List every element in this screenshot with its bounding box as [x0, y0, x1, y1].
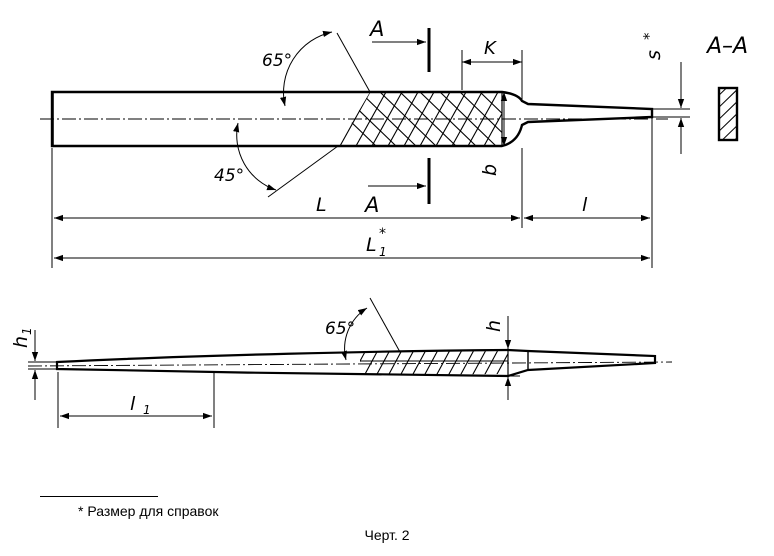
top-view-labels: 65° 45° A A K b s * L l L 1 * — [214, 17, 665, 259]
label-s-star: * — [640, 32, 658, 40]
label-h1-sub: 1 — [20, 327, 34, 335]
dim-s — [650, 62, 690, 154]
top-view — [40, 28, 690, 268]
side-center-line — [27, 361, 673, 367]
dim-h — [496, 316, 520, 400]
label-L1-sub: 1 — [379, 245, 387, 259]
dim-h1 — [28, 330, 60, 400]
label-l: l — [582, 194, 588, 216]
dim-K — [461, 50, 523, 100]
label-s: s — [643, 50, 665, 60]
label-l1-sub: 1 — [143, 403, 151, 417]
label-h: h — [483, 320, 505, 332]
section-outline — [717, 86, 739, 142]
label-l1: l — [130, 393, 136, 415]
section-hatching — [719, 88, 737, 140]
section-title: A–A — [705, 34, 748, 59]
label-h1: h — [10, 336, 32, 348]
footnote-rule — [40, 496, 158, 497]
section-a-a: A–A — [705, 34, 748, 142]
side-view-labels: 65° h 1 h l 1 — [10, 319, 505, 417]
label-L1: L — [366, 234, 377, 256]
label-angle-45: 45° — [214, 166, 244, 186]
angle-65-top — [279, 30, 371, 107]
label-section-a-bottom: A — [363, 193, 379, 217]
drawing-caption: Черт. 2 — [364, 527, 410, 543]
side-view — [27, 297, 673, 428]
label-b: b — [479, 164, 501, 176]
side-cut-hatching — [360, 351, 508, 375]
label-side-angle-65: 65° — [325, 319, 355, 339]
section-cut-marks — [368, 28, 431, 204]
angle-45-top — [233, 122, 339, 198]
dim-l1 — [57, 372, 215, 428]
label-section-a-top: A — [368, 17, 384, 41]
label-angle-65: 65° — [262, 51, 292, 71]
label-L: L — [316, 194, 327, 216]
label-L1-star: * — [379, 226, 386, 242]
angle-65-side — [340, 297, 401, 361]
label-K: K — [484, 38, 497, 59]
footnote-text: * Размер для справок — [78, 503, 219, 519]
dim-L-l-L1 — [51, 120, 653, 268]
